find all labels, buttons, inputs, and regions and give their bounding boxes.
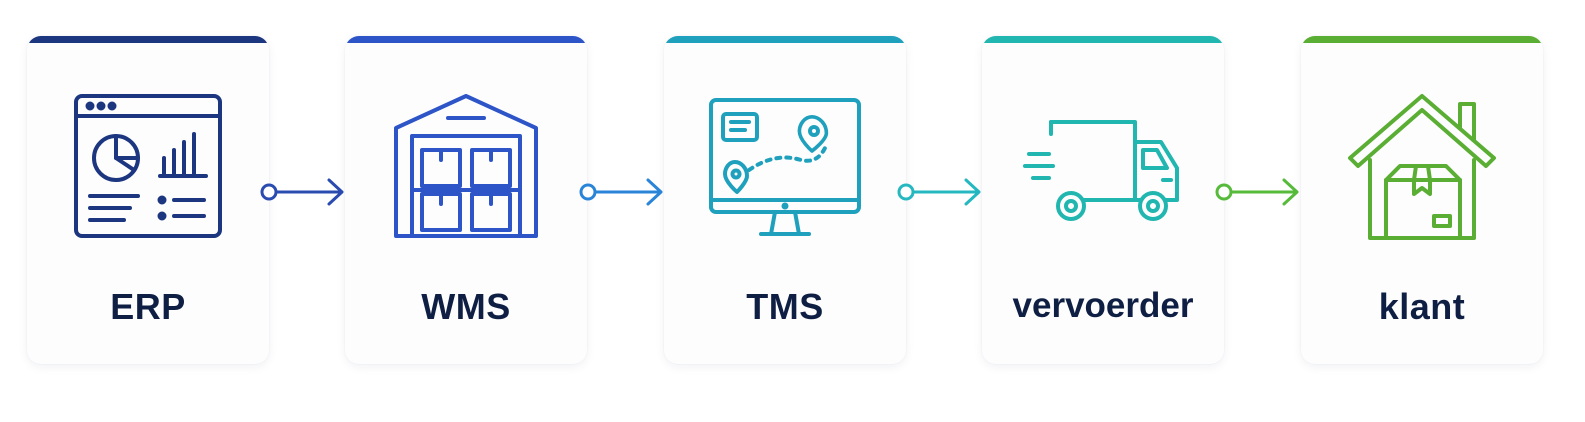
step-label: klant bbox=[1378, 286, 1466, 327]
warehouse-icon bbox=[386, 88, 546, 248]
delivery-truck-icon bbox=[1023, 88, 1183, 248]
card-accent-bar bbox=[982, 36, 1224, 43]
route-monitor-icon bbox=[705, 88, 865, 248]
flow-arrow-2 bbox=[576, 172, 668, 212]
step-label: TMS bbox=[746, 286, 824, 327]
home-package-icon bbox=[1342, 88, 1502, 248]
step-card-erp: ERP bbox=[27, 36, 269, 364]
erp-dashboard-icon bbox=[68, 88, 228, 248]
card-accent-bar bbox=[1301, 36, 1543, 43]
step-card-vervoerder: vervoerder bbox=[982, 36, 1224, 364]
flow-arrow-3 bbox=[894, 172, 986, 212]
step-label: WMS bbox=[421, 286, 511, 327]
step-card-wms: WMS bbox=[345, 36, 587, 364]
step-label: ERP bbox=[110, 286, 186, 327]
card-accent-bar bbox=[664, 36, 906, 43]
step-label: vervoerder bbox=[1012, 286, 1194, 325]
step-card-klant: klant bbox=[1301, 36, 1543, 364]
flow-arrow-1 bbox=[257, 172, 349, 212]
card-accent-bar bbox=[345, 36, 587, 43]
flow-arrow-4 bbox=[1212, 172, 1304, 212]
step-card-tms: TMS bbox=[664, 36, 906, 364]
card-accent-bar bbox=[27, 36, 269, 43]
